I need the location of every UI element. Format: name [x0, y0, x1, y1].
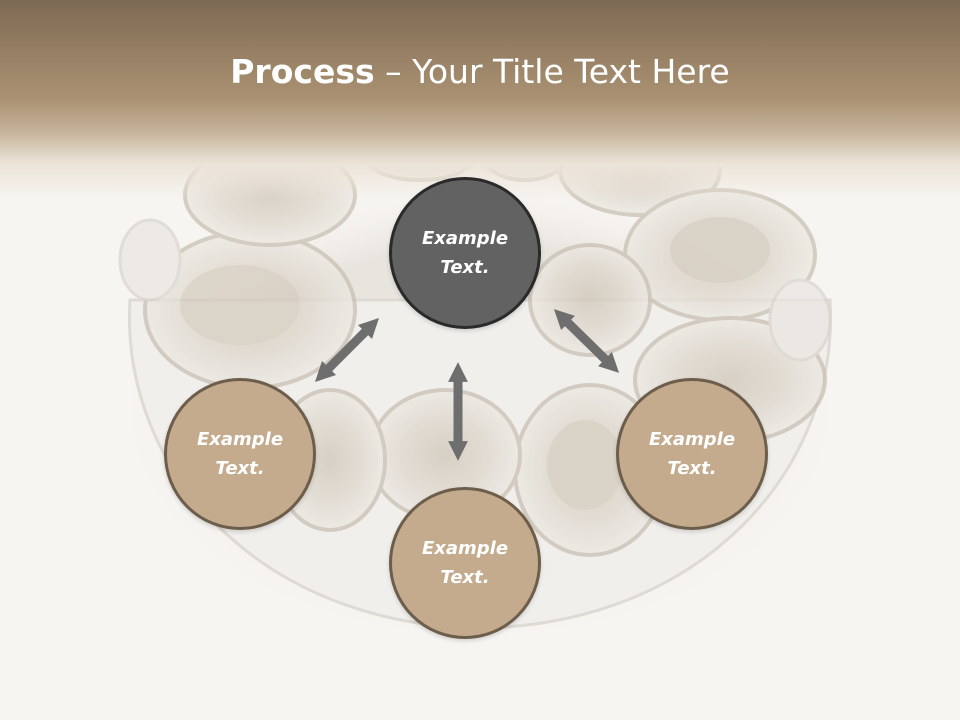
bottom-node-line2: Text. — [440, 567, 490, 588]
right-node-line1: Example — [648, 429, 736, 450]
bottom-node-line1: Example — [421, 538, 509, 559]
left-node: Example Text. — [164, 378, 316, 530]
title-rest: – Your Title Text Here — [374, 52, 730, 91]
center-node: Example Text. — [389, 177, 541, 329]
arrow-center-right — [553, 309, 620, 373]
title-bold: Process — [230, 52, 375, 91]
right-node-line2: Text. — [667, 458, 717, 479]
center-node-line1: Example — [421, 228, 509, 249]
right-node: Example Text. — [616, 378, 768, 530]
slide-title: Process – Your Title Text Here — [0, 52, 960, 91]
arrow-center-left — [314, 317, 380, 383]
left-node-line2: Text. — [215, 458, 265, 479]
header-bar — [0, 0, 960, 200]
center-node-line2: Text. — [440, 257, 490, 278]
bottom-node: Example Text. — [389, 487, 541, 639]
left-node-line1: Example — [196, 429, 284, 450]
